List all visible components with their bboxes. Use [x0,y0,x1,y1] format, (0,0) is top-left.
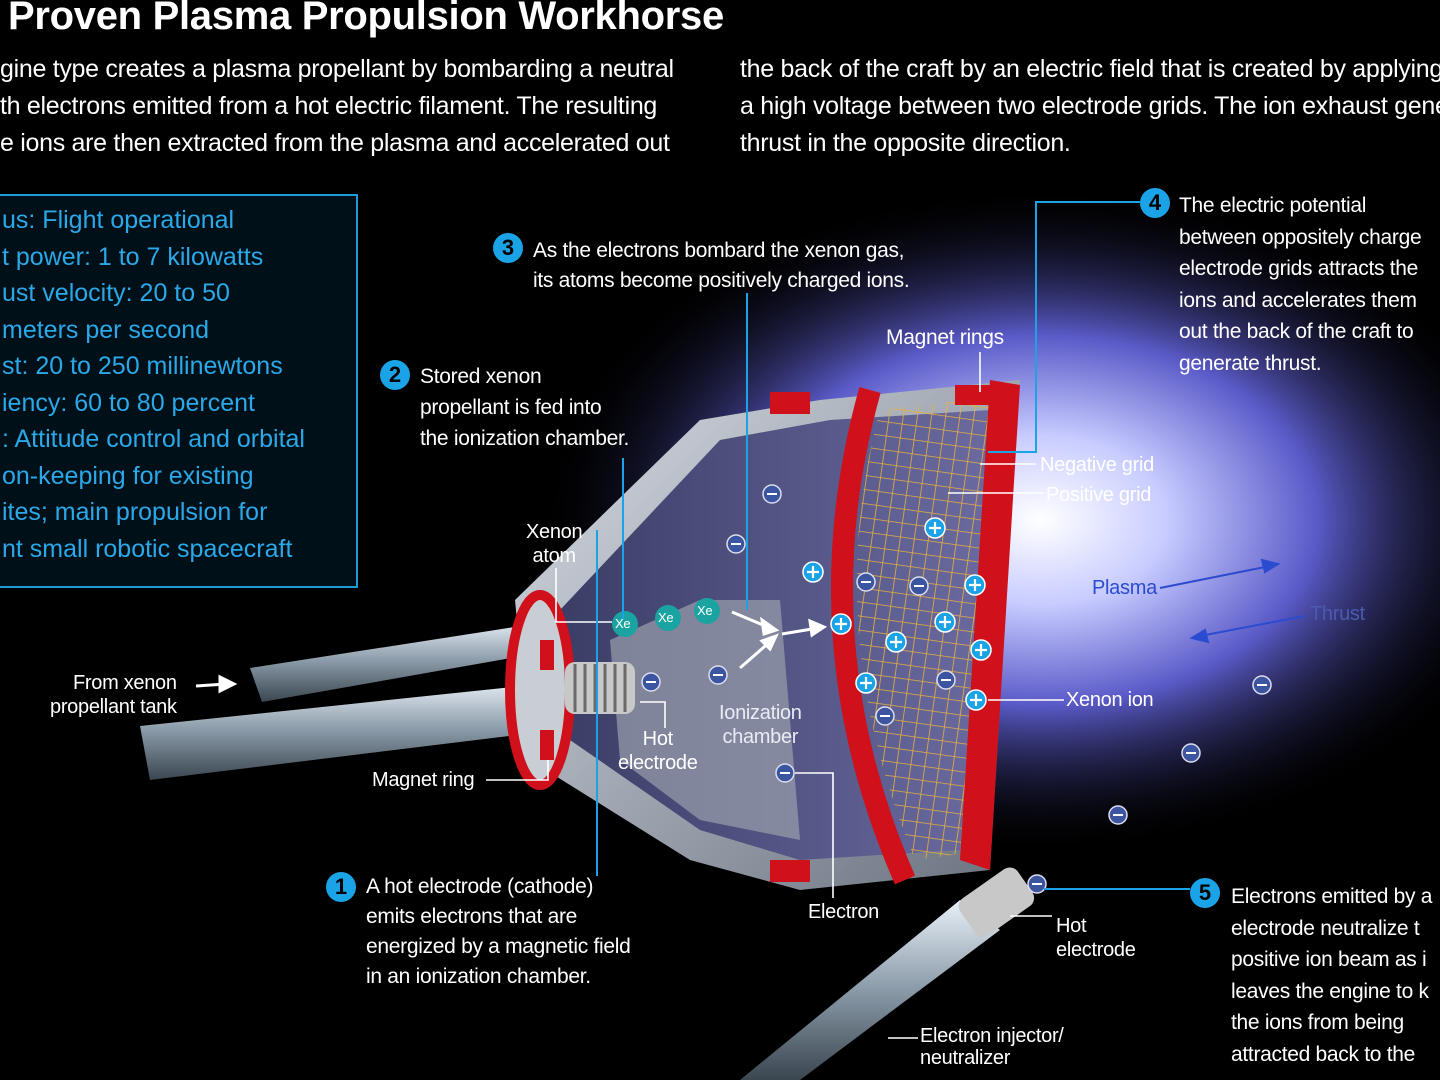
step-3-badge: 3 [493,233,523,263]
chamber-floor [610,600,800,840]
intro-col2-line1: the back of the craft by an electric fie… [740,55,1440,83]
step-1-text: A hot electrode (cathode)emits electrons… [366,875,631,988]
step-4-badge: 4 [1140,188,1170,218]
cathode-pipe [140,680,590,780]
intro-col1-line2: th electrons emitted from a hot electric… [0,92,658,120]
spec-line: nt small robotic spacecraft [2,534,293,563]
label-magnet-rings: Magnet rings [886,326,1004,349]
spec-line: ust velocity: 20 to 50 [2,279,230,307]
label-magnet-ring: Magnet ring [372,769,475,791]
neutralizer-coil [958,867,1035,937]
neutralizer-pipe [740,900,1000,1080]
label-injector: Electron injector/neutralizer [920,1025,1064,1069]
spec-line: meters per second [2,315,210,344]
step-3-text: As the electrons bombard the xenon gas,i… [533,239,910,292]
intro-col1-line1: gine type creates a plasma propellant by… [0,55,674,83]
spec-line: st: 20 to 250 millinewtons [2,352,283,380]
spec-line: : Attitude control and orbital [2,425,305,453]
xe-label: Xe [615,616,631,631]
cathode-coil [565,662,635,714]
step-5-badge: 5 [1190,878,1220,908]
magnet-ring-front [831,387,916,885]
page-title: Proven Plasma Propulsion Workhorse [8,0,724,38]
xe-label: Xe [658,610,674,625]
specs-box: us: Flight operational t power: 1 to 7 k… [0,194,358,588]
label-electron: Electron [808,901,879,923]
step-2-badge: 2 [380,360,410,390]
intro-col2-line3: thrust in the opposite direction. [740,129,1071,157]
intro-col1-line3: e ions are then extracted from the plasm… [0,129,670,157]
label-positive-grid: Positive grid [1046,484,1152,506]
intro-col2-line2: a high voltage between two electrode gri… [740,92,1440,120]
xe-label: Xe [697,603,713,618]
label-plasma: Plasma [1092,577,1157,599]
spec-line: ites; main propulsion for [2,498,268,526]
label-thrust: Thrust [1310,603,1365,625]
spec-line: us: Flight operational [2,206,235,234]
propellant-pipe [250,620,568,702]
step-1-badge: 1 [326,872,356,902]
spec-line: iency: 60 to 80 percent [2,388,255,417]
spec-line: t power: 1 to 7 kilowatts [2,242,264,271]
label-xenon-ion: Xenon ion [1066,689,1154,711]
spec-line: on-keeping for existing [2,461,254,490]
label-negative-grid: Negative grid [1040,454,1154,476]
xenon-atoms [612,598,720,637]
